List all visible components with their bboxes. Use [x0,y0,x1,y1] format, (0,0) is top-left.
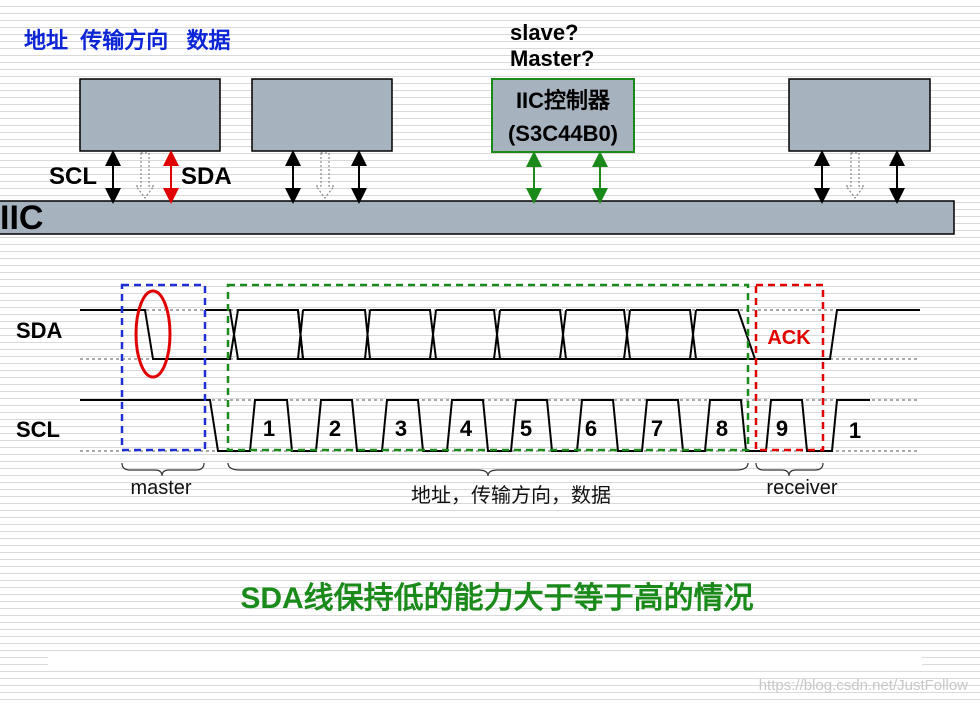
bus-sda-label: SDA [181,163,232,190]
clock-number-6: 6 [585,416,597,441]
header-address-direction-data: 地址 传输方向 数据 [24,28,231,53]
ack-highlight [754,283,825,452]
clock-number-next: 1 [849,418,861,443]
header-master-question: Master? [510,46,594,71]
brace-receiver-label: receiver [766,477,837,499]
caption: SDA线保持低的能力大于等于高的情况 [240,581,753,615]
bus-scl-label: SCL [49,163,97,190]
brace-data-label: 地址，传输方向，数据 [411,484,611,507]
clock-number-8: 8 [716,416,728,441]
ack-label: ACK [767,327,811,349]
master-start-highlight [120,283,207,452]
header-slave-question: slave? [510,20,579,45]
iic-controller-block [491,78,635,153]
clock-number-3: 3 [395,416,407,441]
controller-title: IIC控制器 [516,88,611,113]
hollow-arrow-device-4 [844,152,866,199]
brace-master [121,462,205,477]
clock-number-5: 5 [520,416,532,441]
device-block-1 [79,78,221,152]
iic-bus-label: IIC [0,199,43,237]
clock-number-4: 4 [460,416,473,441]
scl-waveform [80,399,870,452]
sda-ack-waveform [755,309,920,360]
watermark: https://blog.csdn.net/JustFollow [759,677,968,694]
clock-number-2: 2 [329,416,341,441]
hollow-arrow-device-1 [134,152,156,199]
iic-bus [0,200,955,235]
sda-start-waveform [80,309,305,360]
hollow-arrow-device-2 [314,152,336,199]
clock-number-1: 1 [263,416,275,441]
brace-receiver [755,462,824,477]
controller-model: (S3C44B0) [508,121,618,146]
device-block-4 [788,78,931,152]
brace-master-label: master [130,477,191,499]
data-bits-highlight [226,283,750,452]
clock-number-7: 7 [651,416,663,441]
bottom-band [48,655,922,671]
start-condition-circle [134,289,172,379]
timing-scl-label: SCL [16,417,60,442]
brace-data [227,462,749,477]
device-block-2 [251,78,393,152]
sda-data-waveform [238,309,757,360]
clock-number-9: 9 [776,416,788,441]
timing-sda-label: SDA [16,318,63,343]
